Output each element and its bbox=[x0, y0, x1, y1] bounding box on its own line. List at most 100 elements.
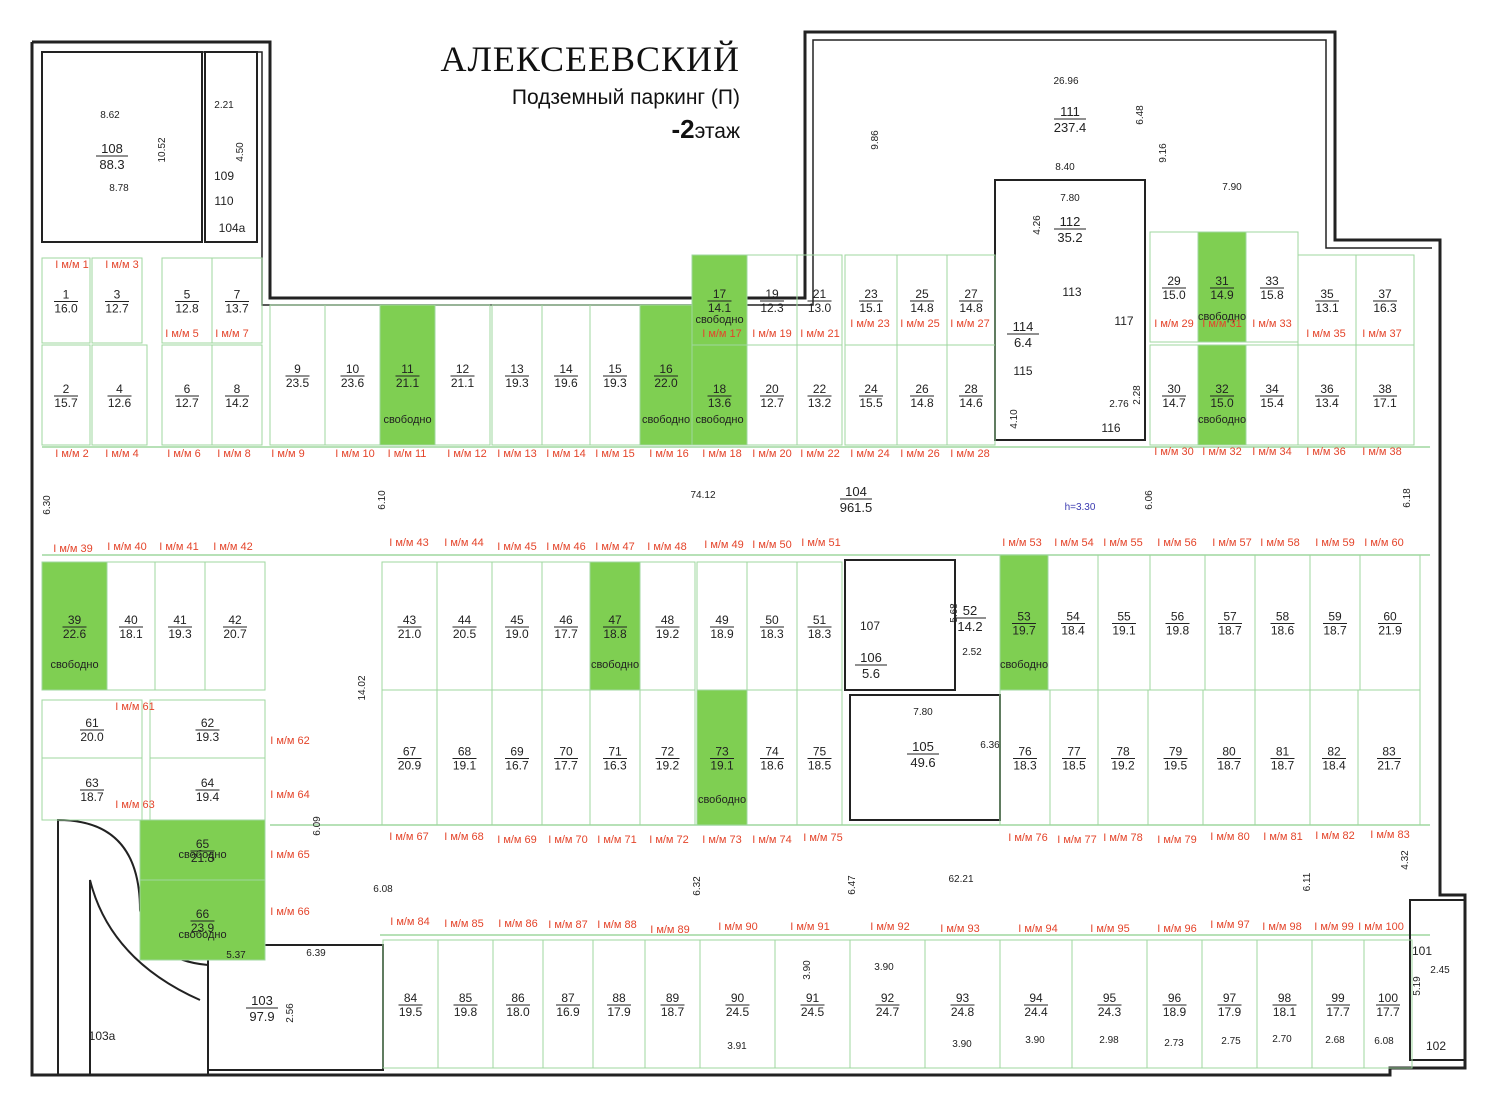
space-area-83: 21.7 bbox=[1377, 759, 1401, 773]
space-code-81: I м/м 81 bbox=[1263, 831, 1303, 843]
space-code-1: I м/м 1 bbox=[55, 259, 88, 271]
space-number-49: 49 bbox=[715, 613, 729, 627]
space-code-59: I м/м 59 bbox=[1315, 537, 1355, 549]
space-number-59: 59 bbox=[1328, 610, 1342, 624]
space-number-70: 70 bbox=[559, 745, 573, 759]
parking-space-53[interactable] bbox=[999, 554, 1049, 691]
parking-space-38[interactable] bbox=[1355, 344, 1415, 446]
space-area-60: 21.9 bbox=[1378, 624, 1402, 638]
parking-space-32[interactable] bbox=[1197, 344, 1247, 446]
space-area-15: 19.3 bbox=[603, 376, 627, 390]
space-code-54: I м/м 54 bbox=[1054, 537, 1094, 549]
space-area-40: 18.1 bbox=[119, 627, 143, 641]
space-number-22: 22 bbox=[813, 382, 827, 396]
space-area-14: 19.6 bbox=[554, 376, 578, 390]
stair-102-box bbox=[1409, 899, 1466, 1061]
space-number-18: 18 bbox=[713, 382, 727, 396]
parking-space-8[interactable] bbox=[211, 344, 263, 446]
space-number-50: 50 bbox=[765, 613, 779, 627]
parking-space-4[interactable] bbox=[91, 344, 148, 446]
space-code-60: I м/м 60 bbox=[1364, 537, 1404, 549]
space-number-19: 19 bbox=[765, 287, 779, 301]
room-111-area: 237.4 bbox=[1054, 120, 1087, 135]
free-label: свободно bbox=[1000, 659, 1048, 671]
space-area-69: 16.7 bbox=[505, 759, 529, 773]
parking-space-12[interactable] bbox=[434, 304, 491, 446]
parking-space-63[interactable] bbox=[41, 757, 143, 821]
space-code-18: I м/м 18 bbox=[702, 448, 742, 460]
room-52-number: 52 bbox=[963, 603, 977, 618]
space-code-33: I м/м 33 bbox=[1252, 318, 1292, 330]
space-area-10: 23.6 bbox=[341, 376, 365, 390]
space-area-67: 20.9 bbox=[398, 759, 422, 773]
space-area-22: 13.2 bbox=[808, 396, 832, 410]
space-code-46: I м/м 46 bbox=[546, 541, 586, 553]
parking-space-72[interactable] bbox=[639, 689, 696, 826]
space-code-78: I м/м 78 bbox=[1103, 832, 1143, 844]
core-107-box bbox=[844, 559, 956, 691]
parking-space-11[interactable] bbox=[379, 304, 436, 446]
dimension-label: 2.56 bbox=[285, 1003, 296, 1023]
dimension-label: 3.90 bbox=[802, 960, 813, 980]
space-area-59: 18.7 bbox=[1323, 624, 1347, 638]
space-area-13: 19.3 bbox=[505, 376, 529, 390]
space-number-69: 69 bbox=[510, 745, 524, 759]
space-number-73: 73 bbox=[715, 745, 729, 759]
parking-space-75[interactable] bbox=[796, 689, 843, 826]
dimension-label: 7.90 bbox=[1222, 182, 1242, 193]
parking-space-39[interactable] bbox=[41, 561, 108, 691]
parking-space-2[interactable] bbox=[41, 344, 91, 446]
space-code-22: I м/м 22 bbox=[800, 448, 840, 460]
space-code-21: I м/м 21 bbox=[800, 328, 840, 340]
space-code-63: I м/м 63 bbox=[115, 799, 155, 811]
parking-space-7[interactable] bbox=[211, 257, 263, 344]
parking-space-42[interactable] bbox=[204, 561, 266, 691]
parking-space-66[interactable] bbox=[139, 879, 266, 961]
space-code-68: I м/м 68 bbox=[444, 831, 484, 843]
room-104-number: 104 bbox=[845, 484, 867, 499]
space-number-2: 2 bbox=[63, 382, 70, 396]
parking-space-100[interactable] bbox=[1363, 939, 1413, 1069]
dimension-label: 5.19 bbox=[1412, 976, 1423, 996]
parking-space-3[interactable] bbox=[91, 257, 143, 344]
parking-space-31[interactable] bbox=[1197, 231, 1247, 343]
dimension-label: 5.68 bbox=[949, 603, 960, 623]
parking-space-28[interactable] bbox=[946, 344, 996, 446]
parking-space-22[interactable] bbox=[796, 344, 843, 446]
space-area-27: 14.8 bbox=[959, 301, 983, 315]
space-number-98: 98 bbox=[1278, 991, 1292, 1005]
parking-space-18[interactable] bbox=[691, 344, 748, 446]
space-code-70: I м/м 70 bbox=[548, 834, 588, 846]
room-108-area: 88.3 bbox=[99, 157, 124, 172]
plan-subtitle: Подземный паркинг (П) bbox=[511, 86, 740, 109]
dimension-label: 2.73 bbox=[1164, 1038, 1184, 1049]
parking-space-1[interactable] bbox=[41, 257, 91, 344]
space-area-81: 18.7 bbox=[1271, 759, 1295, 773]
space-code-11: I м/м 11 bbox=[388, 448, 427, 460]
room-label-104a: 104a bbox=[219, 221, 246, 235]
space-area-31: 14.9 bbox=[1210, 288, 1234, 302]
parking-space-16[interactable] bbox=[639, 304, 693, 446]
dimension-label: 2.21 bbox=[214, 100, 234, 111]
parking-space-83[interactable] bbox=[1357, 689, 1421, 826]
space-area-70: 17.7 bbox=[554, 759, 578, 773]
space-code-31: I м/м 31 bbox=[1202, 318, 1242, 330]
space-code-76: I м/м 76 bbox=[1008, 832, 1048, 844]
space-code-91: I м/м 91 bbox=[790, 921, 830, 933]
space-code-3: I м/м 3 bbox=[105, 259, 138, 271]
space-code-20: I м/м 20 bbox=[752, 448, 792, 460]
free-label: свободно bbox=[591, 659, 639, 671]
space-number-87: 87 bbox=[561, 991, 575, 1005]
dimension-label: 2.70 bbox=[1272, 1034, 1292, 1045]
space-number-23: 23 bbox=[864, 287, 878, 301]
space-code-87: I м/м 87 bbox=[548, 919, 588, 931]
space-area-34: 15.4 bbox=[1260, 396, 1284, 410]
free-label: свободно bbox=[50, 659, 98, 671]
free-label: свободно bbox=[1198, 311, 1246, 323]
parking-space-17[interactable] bbox=[691, 254, 748, 346]
space-number-8: 8 bbox=[234, 382, 241, 396]
space-number-25: 25 bbox=[915, 287, 929, 301]
space-code-45: I м/м 45 bbox=[497, 541, 537, 553]
dimension-label: 6.11 bbox=[1302, 872, 1313, 891]
